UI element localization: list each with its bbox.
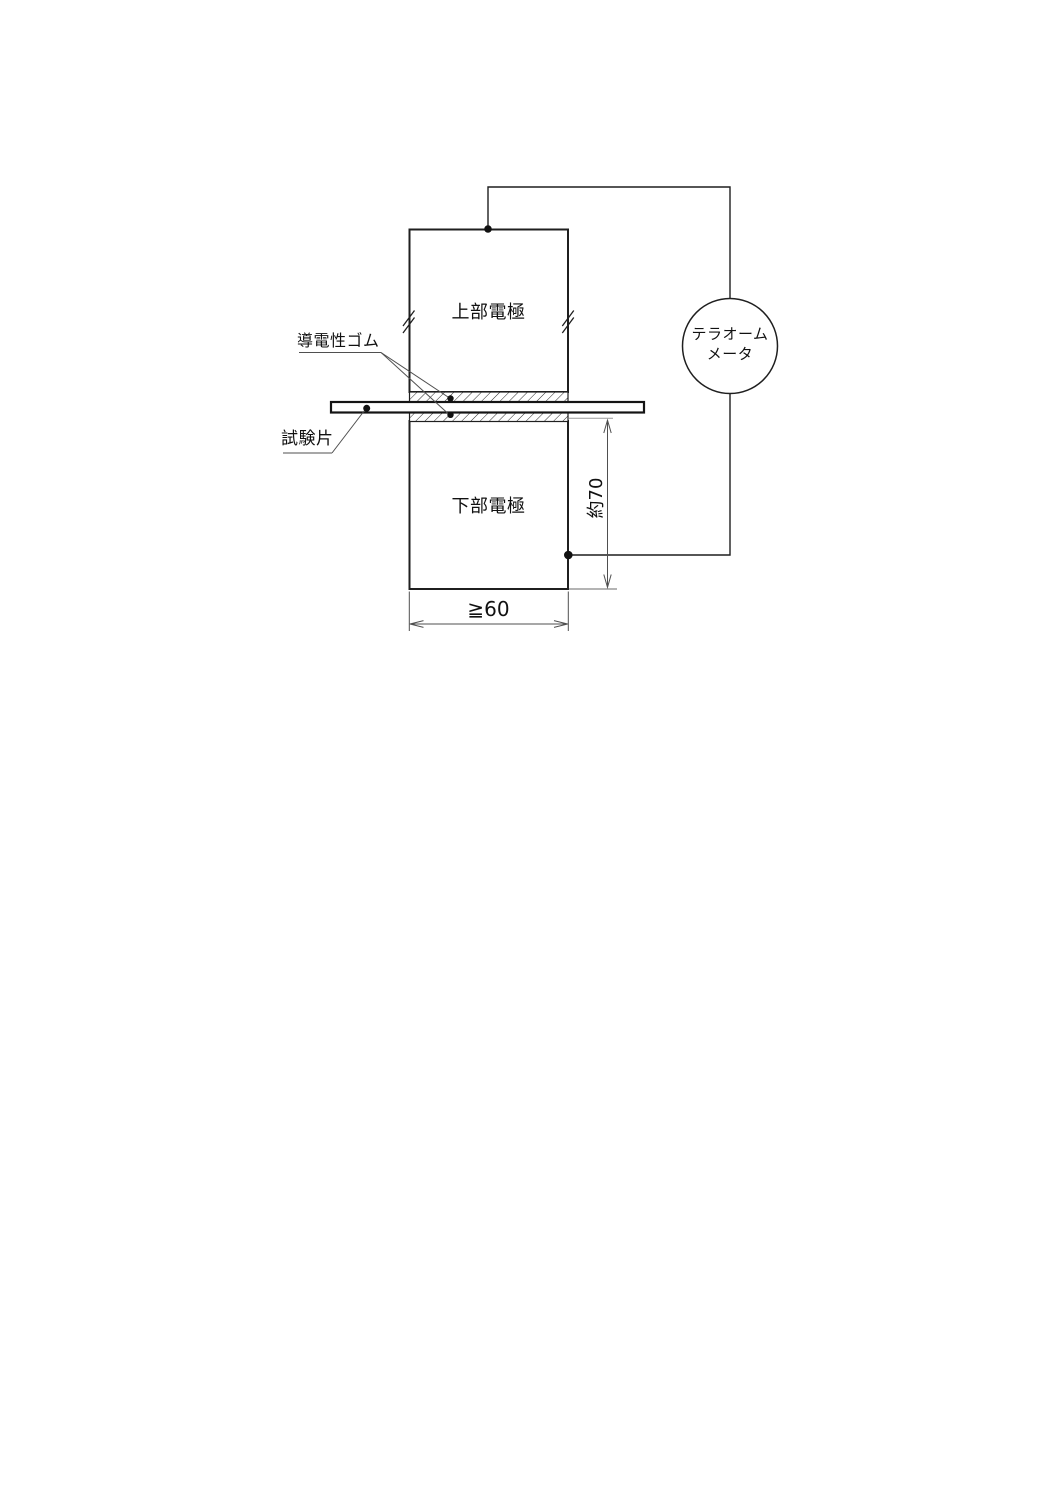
- lower-electrode-rect: [408, 420, 569, 590]
- test-piece-dot: [363, 404, 371, 412]
- test-piece-label: 試験片: [281, 429, 334, 449]
- wire-meter-to-lower-electrode: [568, 394, 731, 556]
- break-mark-right-2: [561, 317, 575, 334]
- upper-electrode-rect: [408, 228, 569, 393]
- teraohm-meter-label-line1: テラオーム: [691, 325, 769, 343]
- junction-dot-top: [484, 225, 492, 233]
- test-piece-bar: [329, 400, 646, 414]
- break-marks: [402, 310, 575, 334]
- dimension-height-label: 約70: [586, 477, 607, 519]
- upper-electrode-label: 上部電極: [451, 302, 526, 323]
- dim70-arrow-down: [603, 574, 612, 590]
- lower-electrode-label: 下部電極: [451, 496, 526, 517]
- test-piece-leader: [283, 410, 365, 454]
- conductive-rubber-leader-top: [380, 352, 449, 398]
- dim60-arrow-left: [409, 620, 424, 628]
- teraohm-meter-label-line2: メータ: [706, 344, 754, 363]
- dimension-height-70: [568, 417, 617, 590]
- break-mark-left-2: [402, 317, 416, 334]
- dimension-width-label: ≧60: [467, 597, 510, 621]
- break-mark-right-1: [561, 310, 575, 327]
- conductive-rubber-leader: [299, 352, 449, 414]
- dimension-width-60: [408, 591, 569, 631]
- junction-dot-bottom: [564, 550, 573, 560]
- rubber-dot-top: [447, 395, 454, 402]
- break-mark-left-1: [402, 310, 416, 327]
- conductive-rubber-label: 導電性ゴム: [297, 331, 380, 350]
- dim70-arrow-up: [603, 418, 612, 434]
- teraohm-meter-circle: [681, 297, 779, 395]
- conductive-rubber-leader-bottom: [380, 352, 449, 414]
- teraohm-meter-label: テラオーム メータ: [682, 325, 778, 364]
- rubber-dot-bottom: [447, 411, 454, 418]
- test-piece-leader-line: [331, 410, 365, 454]
- wire-upper-electrode-to-meter: [487, 186, 731, 298]
- dim60-arrow-right: [553, 620, 568, 628]
